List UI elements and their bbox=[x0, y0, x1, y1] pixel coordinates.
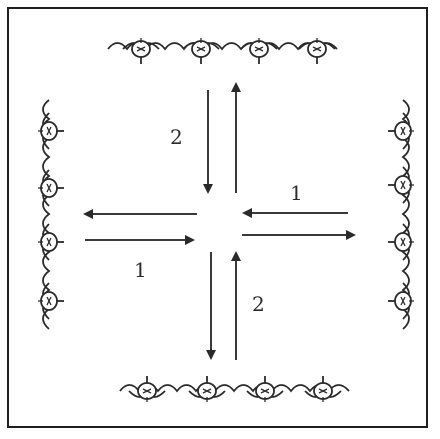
bottom-group bbox=[119, 375, 350, 403]
diagram-frame bbox=[7, 7, 428, 428]
left-unit-1 bbox=[37, 112, 65, 150]
left-unit-3 bbox=[37, 223, 65, 261]
right-number-label: 1 bbox=[290, 181, 303, 205]
bottom-unit-4 bbox=[304, 375, 342, 403]
right-unit-3 bbox=[387, 223, 415, 261]
bottom-number-label: 2 bbox=[252, 292, 265, 316]
top-unit-3 bbox=[240, 37, 278, 65]
top-unit-4 bbox=[298, 37, 336, 65]
left-number-label: 1 bbox=[134, 258, 147, 282]
right-group bbox=[387, 99, 415, 330]
top-unit-1 bbox=[122, 37, 160, 65]
movement-arrows bbox=[83, 82, 356, 360]
right-unit-1 bbox=[387, 112, 415, 150]
right-unit-2 bbox=[387, 166, 415, 204]
top-group bbox=[107, 37, 338, 65]
right-unit-4 bbox=[387, 282, 415, 320]
left-unit-2 bbox=[37, 169, 65, 207]
left-group bbox=[37, 99, 65, 330]
top-unit-2 bbox=[182, 37, 220, 65]
left-unit-4 bbox=[37, 282, 65, 320]
top-number-label: 2 bbox=[170, 125, 183, 149]
